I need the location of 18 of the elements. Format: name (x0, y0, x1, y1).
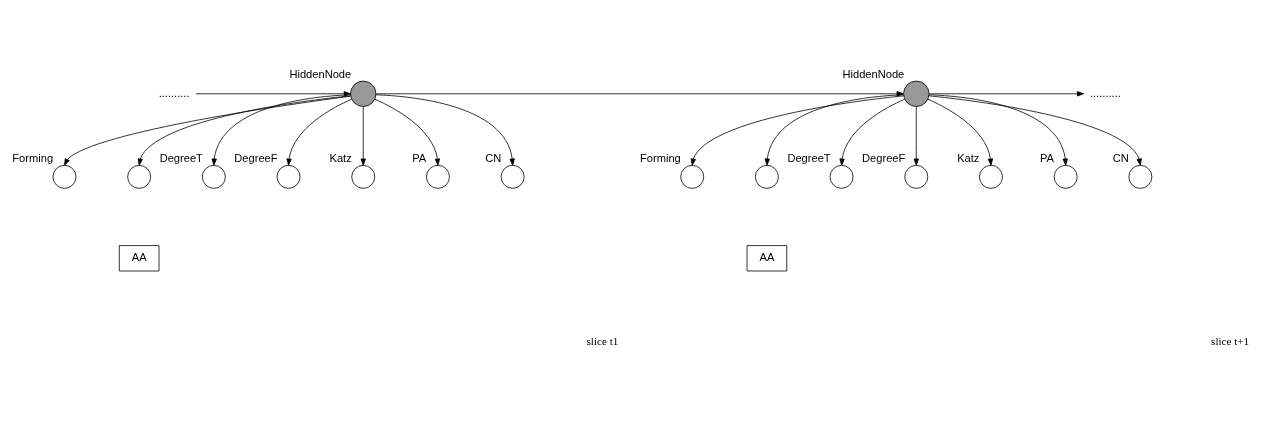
node-label: DegreeT (787, 151, 831, 164)
node-label: DegreeF (862, 151, 906, 164)
node-text: .......... (158, 86, 190, 99)
node-label: Katz (957, 151, 980, 164)
node-text: .......... (1089, 86, 1121, 99)
node-label: PA (1039, 151, 1054, 164)
node-label: CN (485, 151, 502, 164)
node-label: Katz (329, 151, 352, 164)
node-label: Forming (12, 151, 54, 164)
node-label: HiddenNode (842, 67, 905, 80)
node-label: DegreeF (234, 151, 278, 164)
node-label: PA (412, 151, 427, 164)
node-label: DegreeT (159, 151, 203, 164)
node-label: Forming (640, 151, 681, 164)
label: slice t+1 (1211, 334, 1250, 347)
node-label: CN (1112, 151, 1129, 164)
label: slice t1 (586, 334, 619, 347)
node-label: HiddenNode (289, 67, 352, 80)
